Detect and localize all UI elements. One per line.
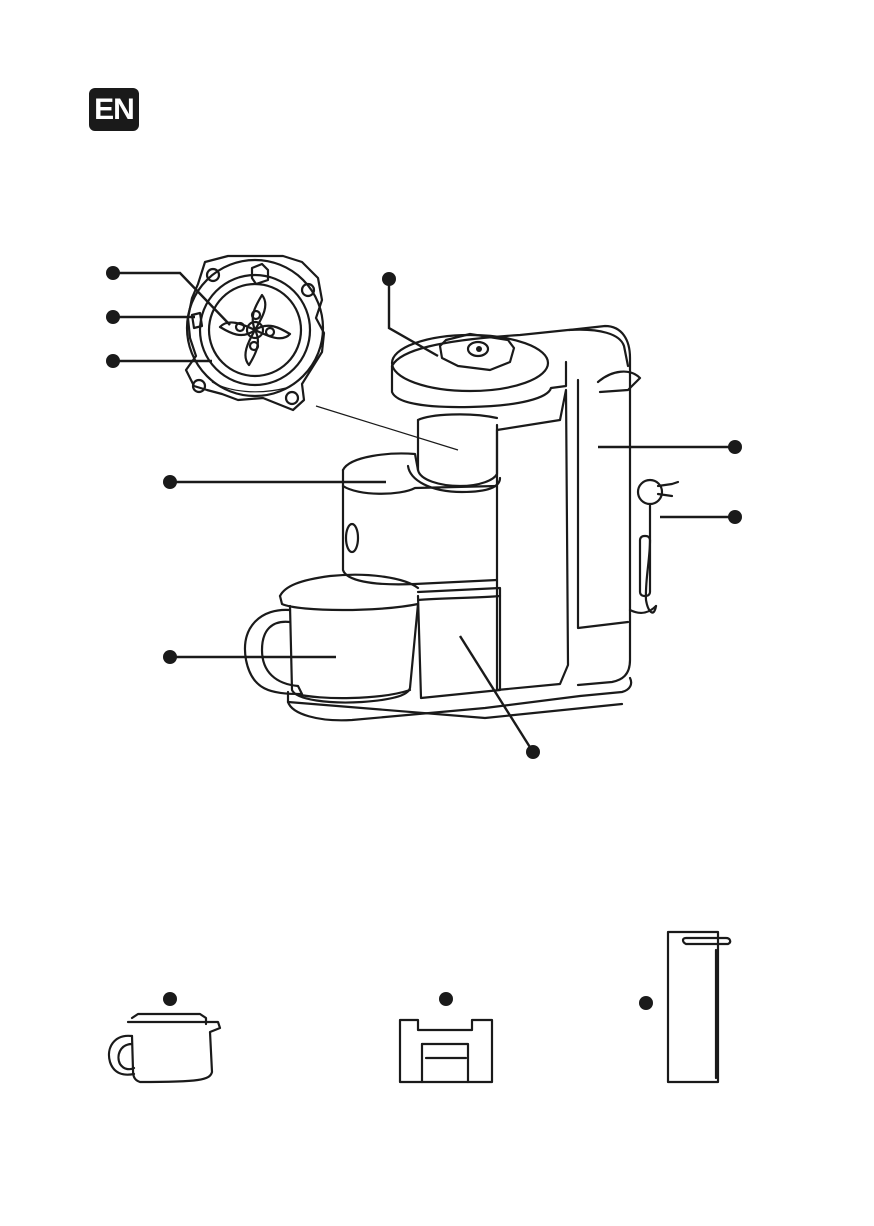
accessory-drip-tray xyxy=(400,992,492,1082)
assembly-leader-line xyxy=(316,406,458,450)
callout-dot xyxy=(439,992,453,1006)
coffee-machine-body xyxy=(245,326,678,720)
accessory-water-tank xyxy=(639,932,730,1082)
callout-dot xyxy=(163,992,177,1006)
callout-dot xyxy=(639,996,653,1010)
grinder-burr-assembly xyxy=(186,256,324,410)
accessory-carafe xyxy=(109,992,220,1082)
